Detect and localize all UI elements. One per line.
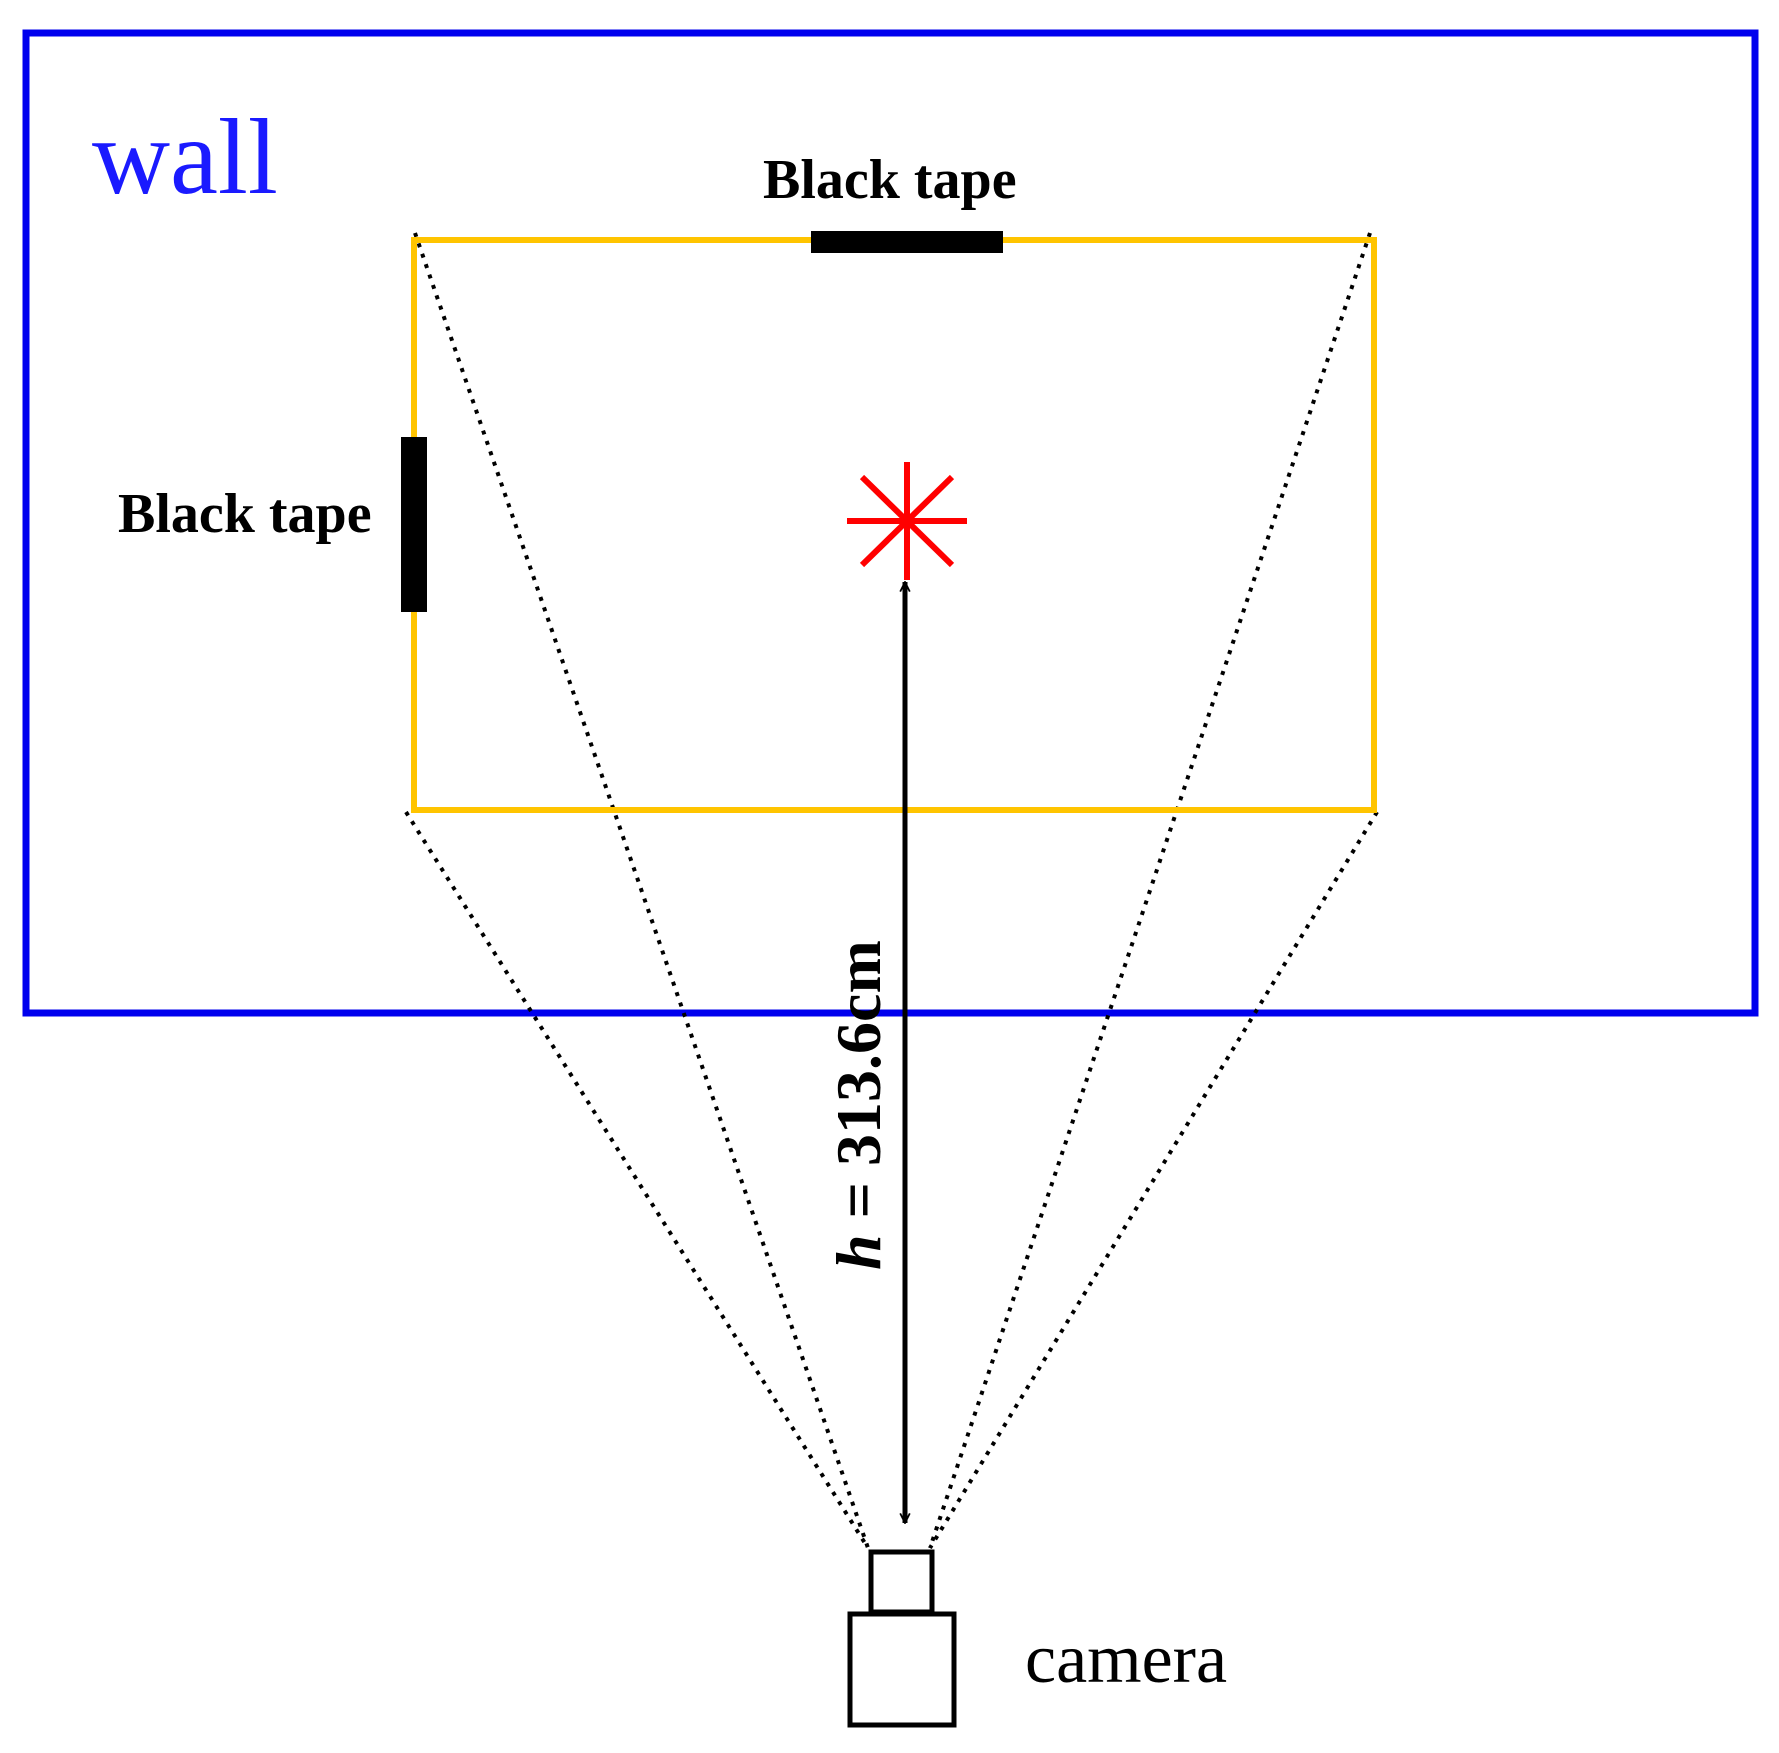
sight-line-bottom-left bbox=[404, 810, 870, 1550]
camera-lens bbox=[868, 1549, 935, 1615]
camera-icon bbox=[847, 1549, 957, 1728]
camera-label: camera bbox=[1025, 1621, 1227, 1698]
black-tape-left-label: Black tape bbox=[118, 483, 372, 545]
sight-line-bottom-right bbox=[928, 810, 1379, 1550]
distance-value: = 313.6cm bbox=[823, 940, 894, 1234]
asterisk-icon bbox=[847, 462, 967, 580]
black-tape-top-label: Black tape bbox=[763, 149, 1017, 211]
sight-line-top-left bbox=[413, 232, 870, 1549]
camera-sight-lines bbox=[404, 232, 1379, 1550]
distance-variable: h bbox=[823, 1234, 894, 1270]
wall-outline bbox=[22, 29, 1759, 1017]
black-tape-top bbox=[811, 231, 1003, 253]
camera-body bbox=[847, 1611, 957, 1728]
sight-line-top-right bbox=[928, 232, 1372, 1549]
black-tape-left bbox=[401, 437, 427, 612]
distance-label: h = 313.6cm bbox=[823, 940, 894, 1270]
wall-label: wall bbox=[92, 98, 278, 217]
target-frame bbox=[411, 237, 1377, 813]
